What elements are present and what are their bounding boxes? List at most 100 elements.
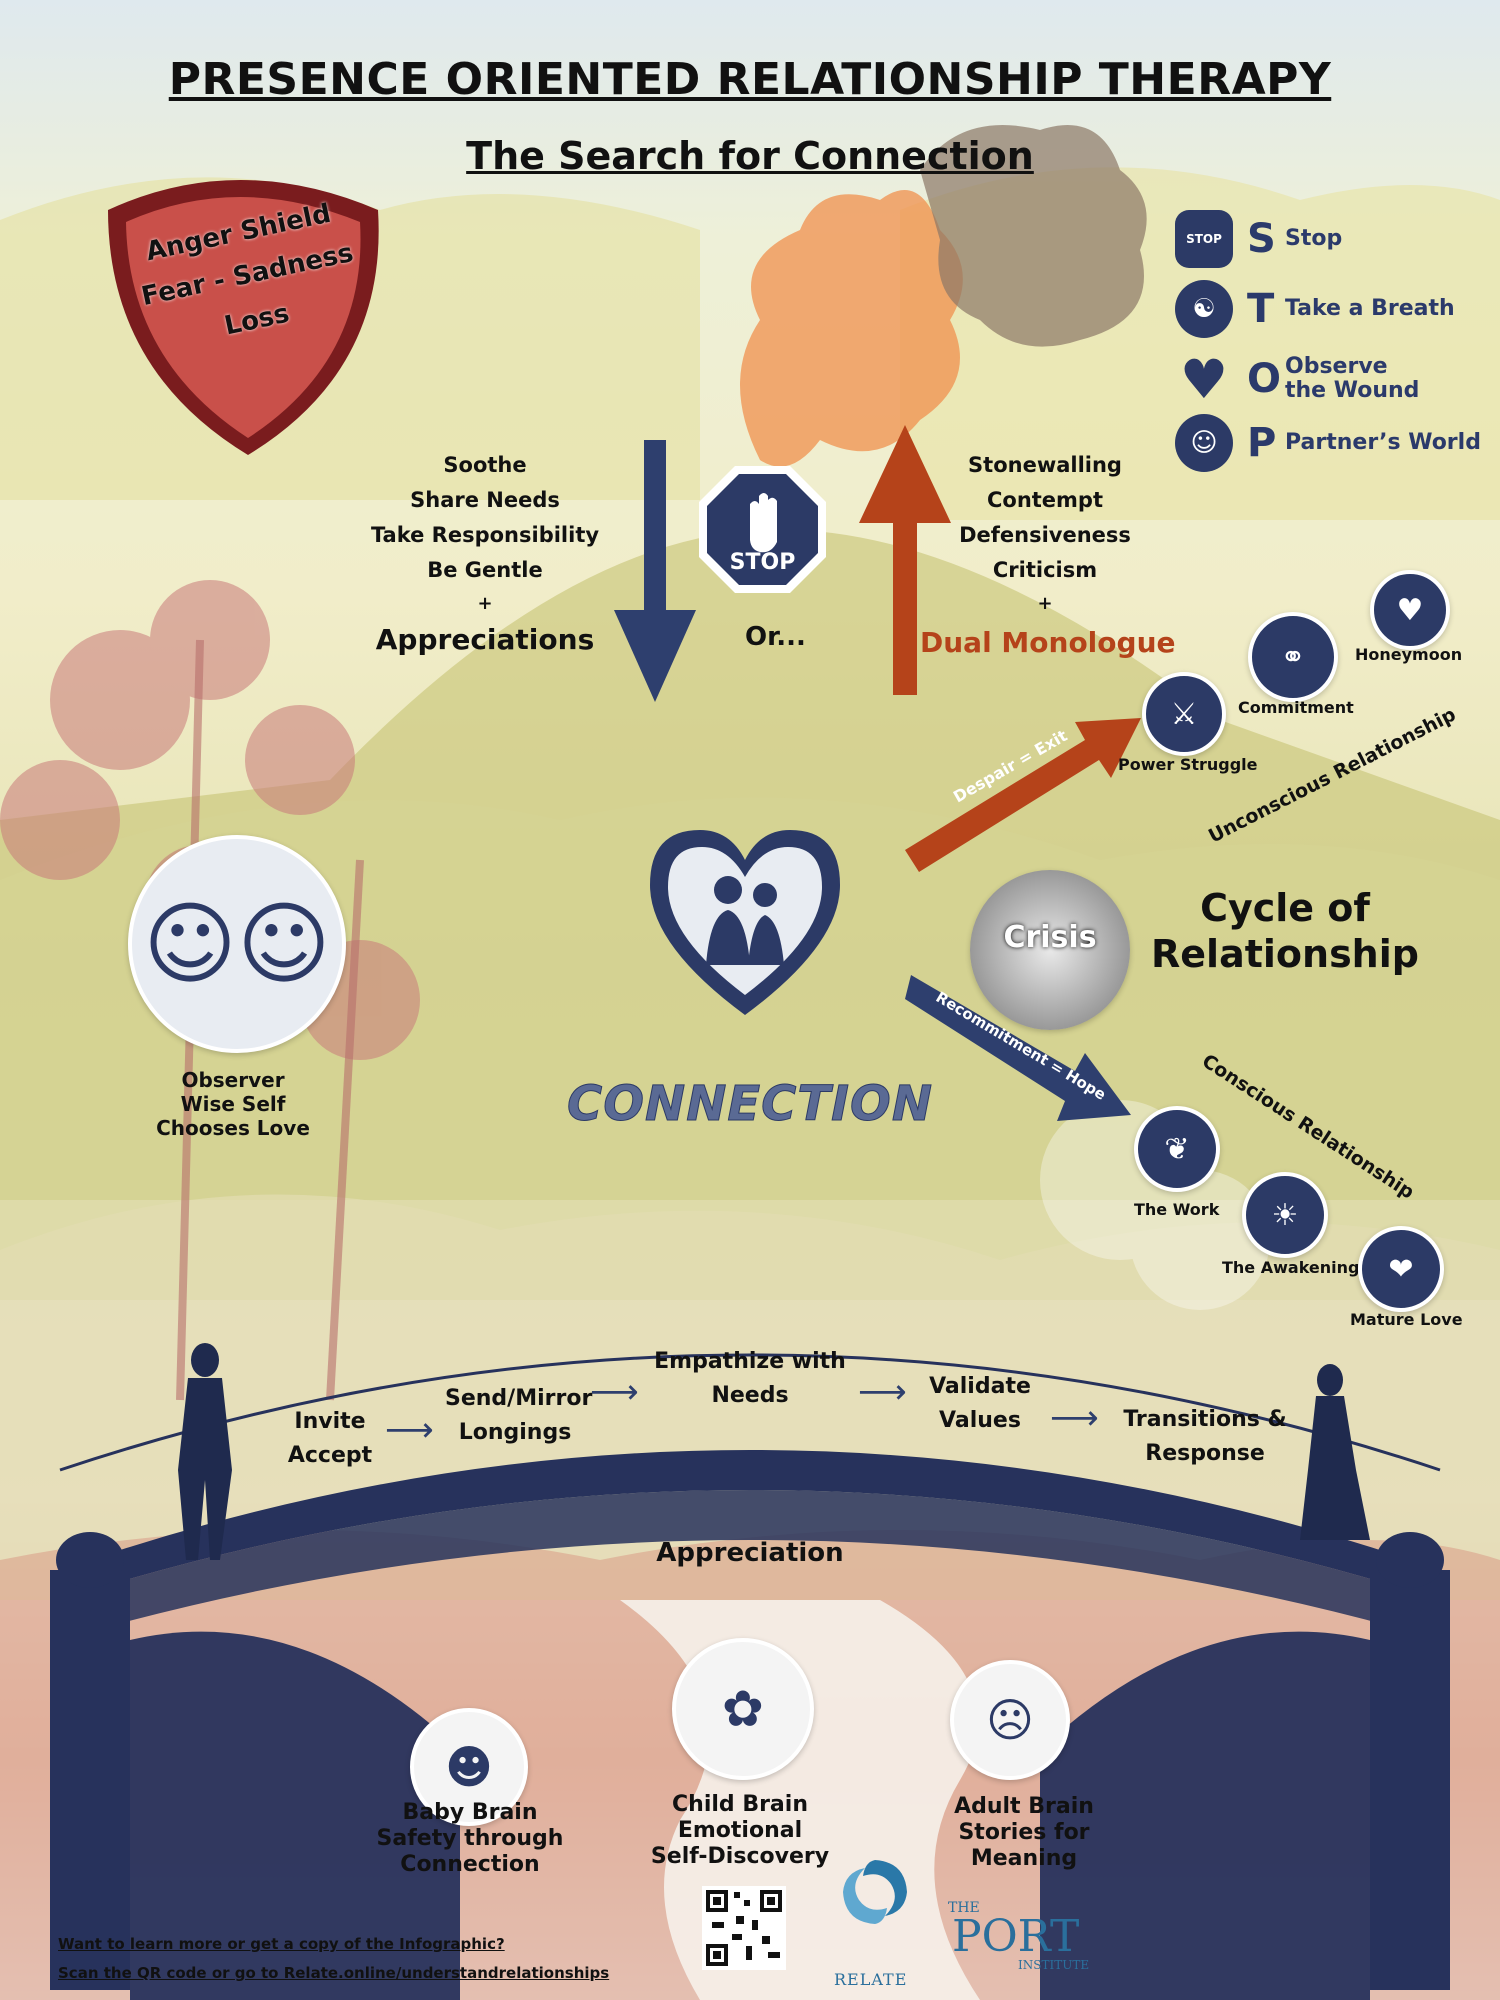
brain-line: Emotional: [677, 1818, 803, 1843]
stop-row-o: ♥ O Observe the Wound: [1175, 347, 1435, 411]
crisis-door-icon: [970, 870, 1130, 1030]
stop-letter-o: O: [1247, 356, 1282, 402]
honeymoon-icon: ♥: [1370, 570, 1450, 650]
flow-arrow-icon: ⟶: [1050, 1398, 1099, 1438]
stage-mature-love: Mature Love: [1350, 1310, 1463, 1329]
baby-brain-text: Baby Brain Safety through Connection: [370, 1800, 570, 1878]
or-label: Or...: [745, 622, 806, 652]
connection-label: CONNECTION: [567, 1076, 933, 1133]
child-brain-text: Child Brain Emotional Self-Discovery: [640, 1792, 840, 1870]
hand-stop-icon: [699, 466, 826, 593]
brain-line: Connection: [400, 1852, 540, 1877]
down-item: Take Responsibility: [370, 523, 600, 547]
meditation-icon: ☯: [1175, 280, 1233, 338]
page-subtitle: The Search for Connection: [466, 134, 1034, 178]
the-work-icon: ❦: [1134, 1106, 1220, 1192]
observer-line: Wise Self: [180, 1092, 286, 1116]
appreciation-label: Appreciation: [656, 1538, 844, 1568]
down-item: Be Gentle: [427, 558, 543, 582]
mother-baby-icon: ☻: [410, 1708, 528, 1826]
qr-code[interactable]: [702, 1886, 786, 1970]
footer-line-1: Want to learn more or get a copy of the …: [58, 1935, 505, 1953]
stop-sign-icon: STOP: [1175, 210, 1233, 268]
down-result: Appreciations: [375, 623, 595, 656]
port-logo-main: PORT: [952, 1911, 1080, 1962]
down-path-list: Soothe Share Needs Take Responsibility B…: [340, 448, 630, 660]
flow-arrow-icon: ⟶: [385, 1410, 434, 1450]
stop-label-t: Take a Breath: [1285, 296, 1455, 321]
flow-step-mirror: Send/Mirror Longings: [445, 1386, 593, 1445]
stage-power-struggle: Power Struggle: [1118, 755, 1258, 774]
stop-label-p: Partner’s World: [1285, 430, 1481, 455]
cycle-title-line-1: Cycle of: [1200, 886, 1370, 930]
up-plus: +: [1037, 593, 1053, 614]
stage-commitment: Commitment: [1238, 698, 1354, 717]
power-struggle-icon: ⚔: [1142, 672, 1226, 756]
stop-label-s: Stop: [1285, 226, 1343, 251]
up-path-list: Stonewalling Contempt Defensiveness Crit…: [920, 448, 1170, 620]
stop-row-s: STOP S Stop: [1175, 210, 1342, 268]
up-item: Stonewalling: [968, 453, 1122, 477]
observer-line: Observer: [181, 1068, 285, 1092]
flow-step-invite: Invite Accept: [287, 1409, 373, 1468]
commitment-icon: ⚭: [1248, 612, 1338, 702]
flow-step-empathize: Empathize with Needs: [654, 1349, 846, 1408]
up-item: Defensiveness: [959, 523, 1131, 547]
port-logo-top: THE: [948, 1900, 980, 1916]
port-logo-bottom: INSTITUTE: [1018, 1958, 1090, 1972]
footer-link[interactable]: Scan the QR code or go to Relate.online/…: [58, 1964, 610, 1982]
brain-line: Child Brain: [672, 1792, 808, 1817]
stop-letter-t: T: [1247, 286, 1275, 332]
woman-portrait-icon: ☺: [1175, 414, 1233, 472]
observer-line: Chooses Love: [156, 1116, 310, 1140]
anger-shield: Anger Shield Fear - Sadness Loss: [88, 160, 398, 460]
brain-line: Adult Brain: [954, 1794, 1094, 1819]
observer-text: Observer Wise Self Chooses Love: [118, 1068, 348, 1140]
brain-line: Meaning: [970, 1846, 1078, 1871]
stop-row-t: ☯ T Take a Breath: [1175, 280, 1455, 338]
brain-line: Safety through: [376, 1826, 564, 1851]
cycle-title: Cycle of Relationship: [1150, 885, 1420, 977]
thinking-man-icon: ☹: [950, 1660, 1070, 1780]
down-item: Share Needs: [410, 488, 560, 512]
cycle-title-line-2: Relationship: [1151, 932, 1419, 976]
page-title: PRESENCE ORIENTED RELATIONSHIP THERAPY: [168, 54, 1332, 105]
stop-sign-label: STOP: [729, 550, 796, 575]
stop-letter-s: S: [1247, 216, 1276, 262]
stop-sign: STOP: [695, 462, 830, 597]
up-item: Contempt: [986, 488, 1104, 512]
flow-arrow-icon: ⟶: [858, 1372, 907, 1412]
up-item: Criticism: [992, 558, 1098, 582]
the-awakening-icon: ☀: [1242, 1172, 1328, 1258]
couple-heart-icon: [650, 830, 840, 1015]
stage-the-work: The Work: [1134, 1200, 1220, 1219]
mature-love-icon: ❤: [1358, 1226, 1444, 1312]
down-plus: +: [477, 593, 493, 614]
down-item: Soothe: [443, 453, 527, 477]
heart-icon: ♥: [1179, 347, 1229, 411]
adult-brain-text: Adult Brain Stories for Meaning: [924, 1794, 1124, 1872]
flow-arrow-icon: ⟶: [590, 1372, 639, 1412]
up-result: Dual Monologue: [920, 626, 1176, 659]
stop-label-o: Observe the Wound: [1285, 354, 1420, 403]
relate-swirl-icon: [843, 1860, 907, 1924]
flow-step-transitions: Transitions & Response: [1123, 1407, 1287, 1466]
down-arrow-icon: [614, 440, 696, 702]
up-arrow-icon: [859, 425, 951, 695]
brain-line: Self-Discovery: [650, 1844, 830, 1869]
recommitment-arrow-icon: [905, 975, 1131, 1121]
stage-the-awakening: The Awakening: [1222, 1258, 1360, 1277]
despair-arrow-icon: [905, 718, 1141, 872]
stage-honeymoon: Honeymoon: [1355, 645, 1463, 664]
port-institute-logo: THE PORT INSTITUTE: [948, 1900, 1089, 1972]
relate-logo-text: RELATE: [834, 1970, 908, 1989]
child-play-icon: ✿: [672, 1638, 814, 1780]
flow-step-validate: Validate Values: [929, 1374, 1031, 1433]
brain-line: Stories for: [958, 1820, 1090, 1845]
crisis-label: Crisis: [1003, 920, 1097, 955]
shield-icon: [108, 180, 379, 455]
elderly-couple-icon: ☺☺: [128, 835, 346, 1053]
stop-row-p: ☺ P Partner’s World: [1175, 414, 1481, 472]
stop-letter-p: P: [1247, 420, 1277, 466]
brain-line: Baby Brain: [402, 1800, 538, 1825]
